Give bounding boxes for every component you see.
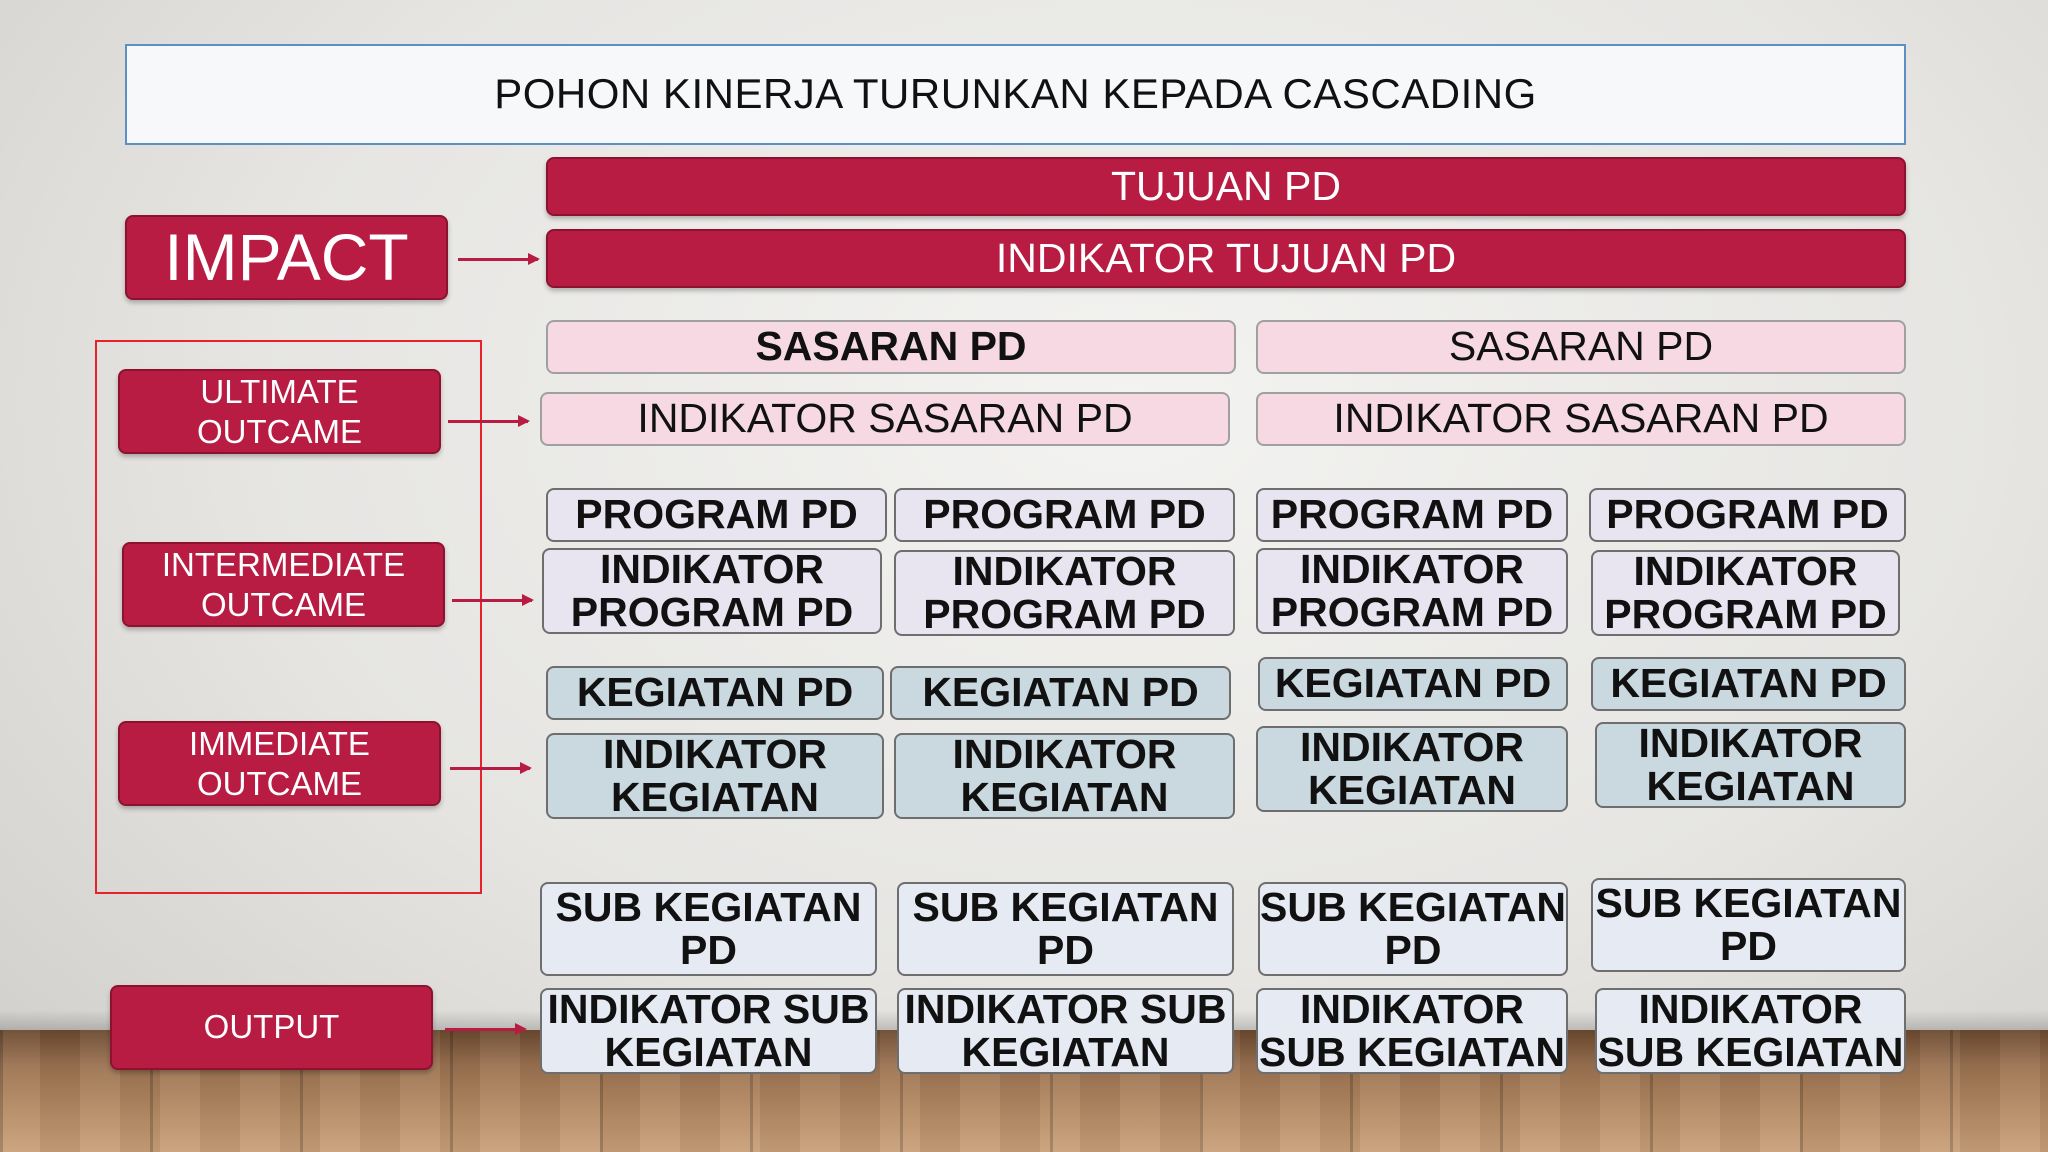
indikator-program-pd-box-4: INDIKATOR PROGRAM PD [1591,549,1900,636]
outcome-group-frame [95,340,482,894]
impact-label: IMPACT [125,215,448,300]
intermediate-outcome-label: INTERMEDIATE OUTCAME [122,542,445,627]
output-arrow [445,1023,527,1035]
sub-kegiatan-pd-box-1: SUB KEGIATAN PD [540,882,877,976]
impact-arrow [458,253,540,265]
indikator-kegiatan-box-1: INDIKATOR KEGIATAN [546,732,884,819]
indikator-sub-kegiatan-box-1: INDIKATOR SUB KEGIATAN [540,987,877,1074]
program-pd-box-1: PROGRAM PD [546,488,887,542]
intermediate-arrow [452,594,534,606]
indikator-kegiatan-box-4: INDIKATOR KEGIATAN [1595,721,1906,808]
sasaran-pd-box-1: SASARAN PD [546,320,1236,374]
indikator-tujuan-pd-box: INDIKATOR TUJUAN PD [546,229,1906,288]
indikator-program-pd-box-3: INDIKATOR PROGRAM PD [1256,547,1568,634]
program-pd-box-3: PROGRAM PD [1256,488,1568,542]
indikator-kegiatan-box-3: INDIKATOR KEGIATAN [1256,725,1568,812]
kegiatan-pd-box-3: KEGIATAN PD [1258,657,1568,711]
program-pd-box-2: PROGRAM PD [894,488,1235,542]
indikator-kegiatan-box-2: INDIKATOR KEGIATAN [894,732,1235,819]
tujuan-pd-box: TUJUAN PD [546,157,1906,216]
immediate-outcome-label: IMMEDIATE OUTCAME [118,721,441,806]
sub-kegiatan-pd-box-2: SUB KEGIATAN PD [897,882,1234,976]
indikator-sub-kegiatan-box-2: INDIKATOR SUB KEGIATAN [897,987,1234,1074]
sasaran-pd-box-2: SASARAN PD [1256,320,1906,374]
indikator-sasaran-pd-box-1: INDIKATOR SASARAN PD [540,392,1230,446]
sub-kegiatan-pd-box-3: SUB KEGIATAN PD [1258,882,1568,976]
indikator-sub-kegiatan-box-4: INDIKATOR SUB KEGIATAN [1595,987,1906,1074]
kegiatan-pd-box-4: KEGIATAN PD [1591,657,1906,711]
indikator-sasaran-pd-box-2: INDIKATOR SASARAN PD [1256,392,1906,446]
indikator-program-pd-box-2: INDIKATOR PROGRAM PD [894,549,1235,636]
ultimate-arrow [448,415,530,427]
sub-kegiatan-pd-box-4: SUB KEGIATAN PD [1591,878,1906,972]
indikator-program-pd-box-1: INDIKATOR PROGRAM PD [542,547,882,634]
kegiatan-pd-box-2: KEGIATAN PD [890,666,1231,720]
indikator-sub-kegiatan-box-3: INDIKATOR SUB KEGIATAN [1256,987,1568,1074]
immediate-arrow [450,762,532,774]
ultimate-outcome-label: ULTIMATE OUTCAME [118,369,441,454]
program-pd-box-4: PROGRAM PD [1589,488,1906,542]
kegiatan-pd-box-1: KEGIATAN PD [546,666,884,720]
diagram-title: POHON KINERJA TURUNKAN KEPADA CASCADING [125,44,1906,145]
output-label: OUTPUT [110,985,433,1070]
